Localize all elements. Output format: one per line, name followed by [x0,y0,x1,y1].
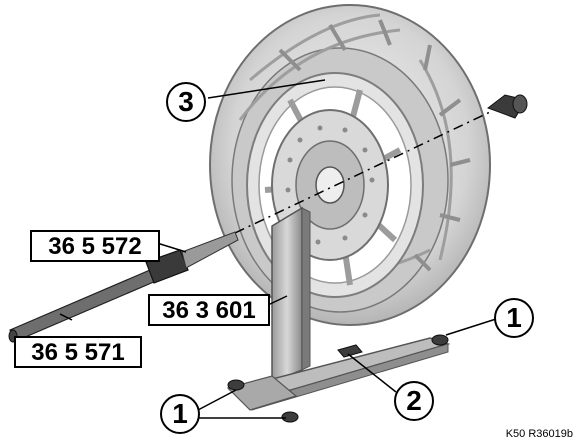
leader-lines [59,79,497,419]
callout-axle: 3 [166,82,206,122]
balancer-stand [226,206,451,411]
callout-stand-base: 2 [394,381,434,421]
part-number-box-36-5-571: 36 5 571 [14,336,142,368]
stand-feet [227,334,449,423]
part-number-box-36-5-572: 36 5 572 [30,230,160,262]
callout-cone-right: 1 [494,298,534,338]
figure-reference: K50 R36019b [505,428,573,440]
callout-feet-left: 1 [160,394,200,434]
part-number-box-36-3-601: 36 3 601 [148,294,270,326]
axle-centerline [234,111,491,234]
right-cone [486,94,528,119]
